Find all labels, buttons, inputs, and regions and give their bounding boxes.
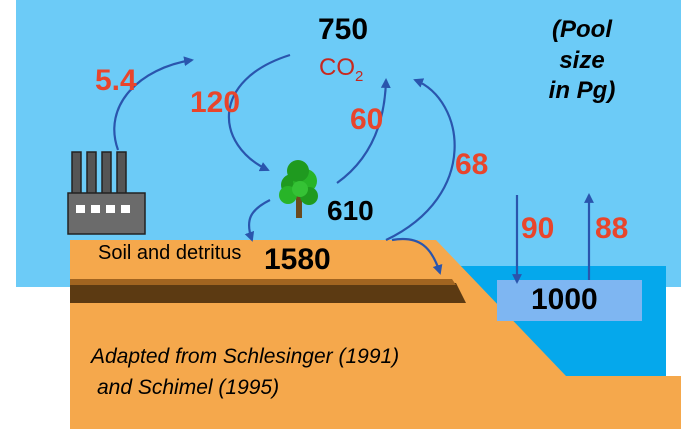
- fossil-emission-arrow: [113, 56, 194, 151]
- soil-respiration-arrow: [385, 78, 456, 241]
- plant-respiration-flux: 60: [350, 103, 384, 136]
- soil-respiration-flux: 68: [455, 148, 489, 181]
- atmosphere-pool-value: 750: [318, 13, 369, 46]
- pool-size-note-line-1: (Pool: [552, 16, 612, 43]
- soil-pool-value: 1580: [264, 243, 331, 276]
- ocean-uptake-flux: 90: [521, 212, 555, 245]
- co2-text: CO: [319, 54, 355, 81]
- soil-layer-band: [70, 283, 466, 303]
- plant-respiration-arrow: [336, 78, 391, 184]
- soil-layer-band-highlight: [70, 279, 456, 285]
- co2-subscript: 2: [355, 67, 364, 85]
- pool-size-note-line-2: size: [559, 46, 605, 74]
- pool-size-note-line-3: in Pg): [548, 77, 616, 105]
- source-credit-line-1: Adapted from Schlesinger (1991): [91, 345, 400, 368]
- factory-icon: [67, 151, 146, 235]
- atmosphere-co2-label: CO2: [319, 56, 363, 84]
- ocean-release-flux: 88: [595, 212, 629, 245]
- ocean-pool-value: 1000: [531, 283, 598, 316]
- soil-label: Soil and detritus: [98, 242, 242, 264]
- tree-icon: [279, 160, 318, 218]
- ocean-pool-box: [497, 280, 642, 321]
- photosynthesis-arrow: [227, 53, 291, 172]
- atmosphere-background: [16, 0, 681, 287]
- vegetation-pool-value: 610: [327, 195, 374, 226]
- photosynthesis-flux: 120: [190, 86, 241, 119]
- litterfall-arrow: [244, 199, 271, 242]
- source-credit-line-2: and Schimel (1995): [97, 376, 280, 399]
- fossil-emission-flux: 5.4: [95, 64, 137, 97]
- pool-size-note: (Pool size in Pg): [522, 15, 642, 107]
- soil-to-ocean-arrow: [391, 237, 443, 275]
